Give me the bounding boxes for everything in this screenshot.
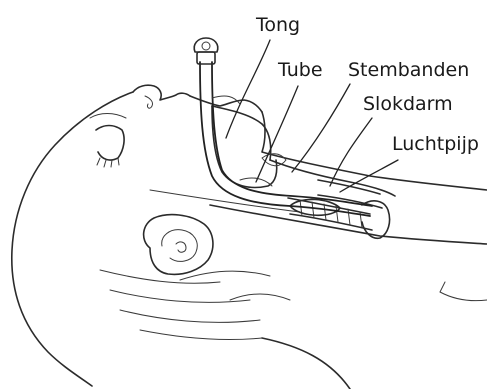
- ear-outline: [144, 215, 213, 275]
- esophagus: [318, 180, 382, 208]
- pilot-line: [212, 96, 240, 104]
- eyelid: [96, 126, 124, 161]
- face-profile: [133, 85, 190, 100]
- leader-stembanden: [292, 84, 350, 172]
- tube-inner: [212, 62, 372, 206]
- chest-line: [440, 282, 445, 292]
- tongue-shape: [212, 106, 277, 187]
- label-stembanden: Stembanden: [348, 59, 469, 81]
- airway-anatomy: [212, 106, 395, 238]
- ear-canal: [176, 242, 186, 252]
- eye: [90, 114, 126, 168]
- ear: [144, 215, 213, 275]
- tube-outer: [200, 62, 370, 216]
- head-outline: [12, 92, 133, 386]
- leader-tong: [226, 40, 270, 138]
- hair-strands: [100, 270, 290, 340]
- collarbone: [440, 292, 487, 301]
- leader-luchtpijp: [340, 160, 398, 192]
- head-illustration: [12, 85, 487, 389]
- shoulder-outline: [262, 338, 350, 389]
- adapter-opening: [202, 42, 210, 50]
- ear-inner: [162, 230, 197, 262]
- pharynx-wall: [270, 160, 395, 196]
- label-tube: Tube: [277, 59, 323, 81]
- label-luchtpijp: Luchtpijp: [392, 133, 479, 155]
- nostril: [145, 96, 153, 108]
- label-slokdarm: Slokdarm: [363, 93, 453, 115]
- eyebrow: [90, 114, 126, 119]
- diagram-labels: Tong Tube Stembanden Slokdarm Luchtpijp: [255, 14, 479, 155]
- label-tong: Tong: [255, 14, 300, 36]
